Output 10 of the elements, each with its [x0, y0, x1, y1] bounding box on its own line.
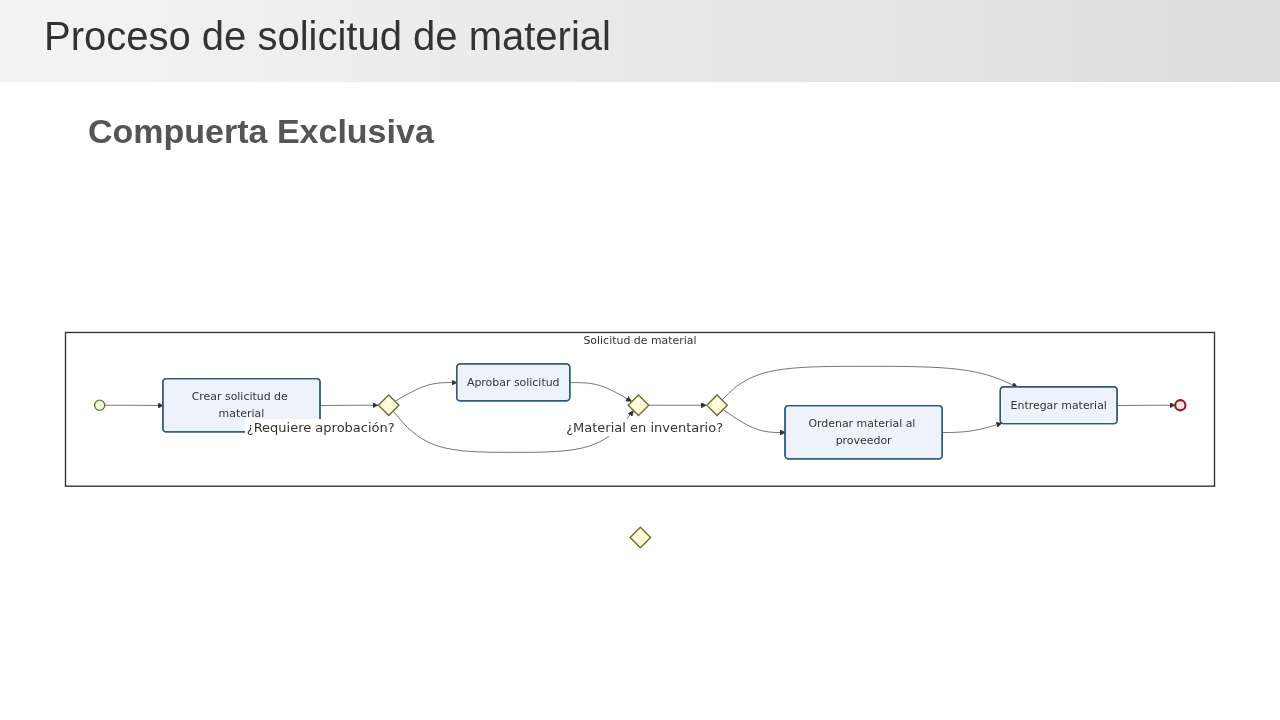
title: Proceso de solicitud de material	[44, 14, 611, 59]
node-diamond	[705, 393, 729, 417]
node-diamond	[629, 526, 652, 549]
node-circle	[93, 399, 106, 411]
gateway-label: ¿Material en inventario?	[564, 419, 726, 437]
node-diamond	[377, 393, 400, 417]
gateway-label: ¿Requiere aprobación?	[244, 419, 397, 437]
node-circle	[1174, 399, 1187, 412]
node-diamond	[627, 393, 650, 417]
subtitle: Compuerta Exclusiva	[88, 112, 434, 151]
